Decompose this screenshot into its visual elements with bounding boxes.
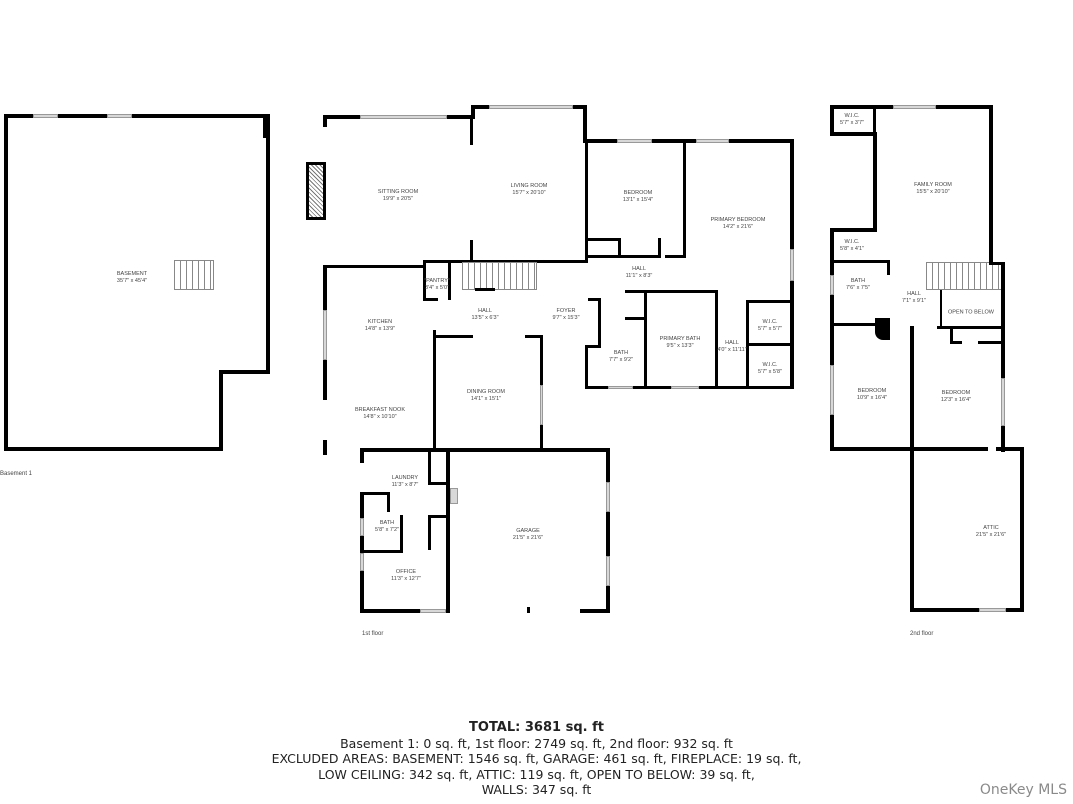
- area-summary: TOTAL: 3681 sq. ft Basement 1: 0 sq. ft,…: [0, 720, 1073, 798]
- excluded-areas-2: LOW CEILING: 342 sq. ft, ATTIC: 119 sq. …: [318, 766, 755, 782]
- second-floor-stairs: [926, 262, 1002, 290]
- room-wic-mid: W.I.C.5'8" x 4'1": [839, 239, 865, 252]
- room-wic-lower: W.I.C.5'7" x 5'8": [757, 362, 783, 375]
- floor-areas: Basement 1: 0 sq. ft, 1st floor: 2749 sq…: [340, 735, 733, 751]
- floor-label-basement: Basement 1: [0, 471, 33, 477]
- fireplace: [306, 162, 326, 220]
- basement-stairs: [174, 260, 214, 290]
- floor-label-second: 2nd floor: [910, 631, 934, 637]
- room-wic-upper: W.I.C.5'7" x 5'7": [757, 319, 783, 332]
- floor-label-first: 1st floor: [362, 631, 384, 637]
- room-pantry: *PANTRY*3'4" x 5'0": [423, 278, 451, 291]
- excluded-areas-3: WALLS: 347 sq. ft: [481, 782, 592, 797]
- room-wic-top: W.I.C.5'7" x 3'7": [839, 113, 865, 126]
- first-floor-stairs: [462, 262, 537, 290]
- room-open-to-below: OPEN TO BELOW: [948, 309, 994, 316]
- watermark: OneKey MLS: [979, 782, 1067, 798]
- excluded-areas-1: EXCLUDED AREAS: BASEMENT: 1546 sq. ft, G…: [271, 751, 802, 766]
- total-area: TOTAL: 3681 sq. ft: [469, 720, 604, 735]
